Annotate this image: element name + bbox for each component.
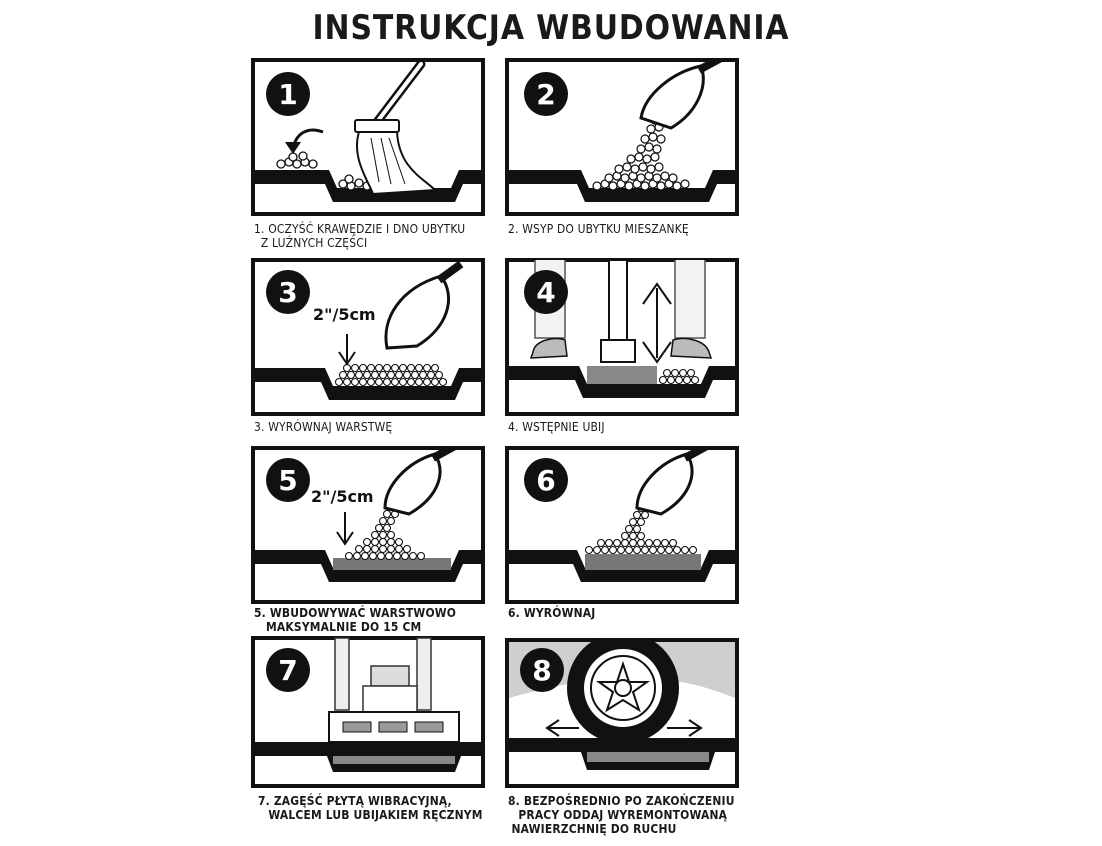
shovel-icon xyxy=(384,260,464,350)
left-arrow-icon xyxy=(545,719,579,737)
step-1-panel: 1 xyxy=(251,58,485,216)
step-7-illustration: 7 xyxy=(251,636,485,788)
step-8-panel: 8 xyxy=(505,638,739,788)
shovel-icon xyxy=(639,58,723,130)
step-5-illustration: 2"/5cm 5 xyxy=(251,446,485,604)
gravel-layer xyxy=(334,363,448,387)
step-2-panel: 2 xyxy=(505,58,739,216)
step-4-panel: 4 xyxy=(505,258,739,416)
gravel-pile xyxy=(276,151,372,191)
step-6-illustration: 6 xyxy=(505,446,739,604)
step-2-caption: 2. WSYP DO UBYTKU MIESZANKĘ xyxy=(508,222,689,236)
step-3-panel: 2"/5cm 3 xyxy=(251,258,485,416)
step-1-illustration: 1 xyxy=(251,58,485,216)
step-number: 2 xyxy=(536,78,555,111)
step-2-illustration: 2 xyxy=(505,58,739,216)
caption-line: NAWIERZCHNIĘ DO RUCHU xyxy=(511,821,677,836)
caption-line: 7. ZAGĘŚĆ PŁYTĄ WIBRACYJNĄ, xyxy=(258,793,452,808)
step-6-panel: 6 xyxy=(505,446,739,604)
caption-line: PRACY ODDAJ WYREMONTOWANĄ xyxy=(518,807,728,822)
down-arrow-icon xyxy=(336,512,354,546)
shovel-icon xyxy=(383,446,457,516)
gravel-pile xyxy=(584,503,698,555)
step-7-panel: 7 xyxy=(251,636,485,788)
step-4-illustration: 4 xyxy=(505,258,739,416)
caption-line: 2. WSYP DO UBYTKU MIESZANKĘ xyxy=(508,221,689,236)
step-6-caption: 6. WYRÓWNAJ xyxy=(508,606,595,620)
step-3-caption: 3. WYRÓWNAJ WARSTWĘ xyxy=(254,420,392,434)
step-number: 1 xyxy=(278,78,297,111)
caption-line: 1. OCZYŚĆ KRAWĘDZIE I DNO UBYTKU xyxy=(254,221,466,236)
down-arrow-icon xyxy=(338,334,356,366)
step-5-caption: 5. WBUDOWYWAĆ WARSTWOWO MAKSYMALNIE DO 1… xyxy=(254,606,456,634)
caption-line: 3. WYRÓWNAJ WARSTWĘ xyxy=(254,419,393,434)
caption-line: MAKSYMALNIE DO 15 CM xyxy=(266,619,422,634)
step-number: 8 xyxy=(532,654,551,687)
up-down-arrow-icon xyxy=(642,282,672,364)
step-1-caption: 1. OCZYŚĆ KRAWĘDZIE I DNO UBYTKU Z LUŹNY… xyxy=(254,222,465,250)
caption-line: WALCEM LUB UBIJAKIEM RĘCZNYM xyxy=(268,807,483,822)
step-7-caption: 7. ZAGĘŚĆ PŁYTĄ WIBRACYJNĄ, WALCEM LUB U… xyxy=(258,794,483,822)
depth-label: 2"/5cm xyxy=(313,305,376,324)
depth-label: 2"/5cm xyxy=(311,487,374,506)
step-4-caption: 4. WSTĘPNIE UBIJ xyxy=(508,420,605,434)
step-8-caption: 8. BEZPOŚREDNIO PO ZAKOŃCZENIU PRACY ODD… xyxy=(508,794,735,836)
caption-line: 8. BEZPOŚREDNIO PO ZAKOŃCZENIU xyxy=(508,793,735,808)
shovel-icon xyxy=(635,446,709,516)
step-5-panel: 2"/5cm 5 xyxy=(251,446,485,604)
wheel-icon xyxy=(567,638,679,744)
step-3-illustration: 2"/5cm 3 xyxy=(251,258,485,416)
right-arrow-icon xyxy=(667,719,703,737)
step-number: 4 xyxy=(536,276,555,309)
gravel-layer xyxy=(658,368,700,385)
step-number: 5 xyxy=(278,464,297,497)
caption-line: 4. WSTĘPNIE UBIJ xyxy=(508,419,605,434)
step-8-illustration: 8 xyxy=(505,638,739,788)
step-number: 6 xyxy=(536,464,555,497)
step-number: 7 xyxy=(278,654,297,687)
step-number: 3 xyxy=(278,276,297,309)
caption-line: Z LUŹNYCH CZĘŚCI xyxy=(260,235,368,250)
page-title: INSTRUKCJA WBUDOWANIA xyxy=(312,8,790,48)
broom-icon xyxy=(354,59,438,196)
caption-line: 5. WBUDOWYWAĆ WARSTWOWO xyxy=(254,605,457,620)
caption-line: 6. WYRÓWNAJ xyxy=(508,605,596,620)
